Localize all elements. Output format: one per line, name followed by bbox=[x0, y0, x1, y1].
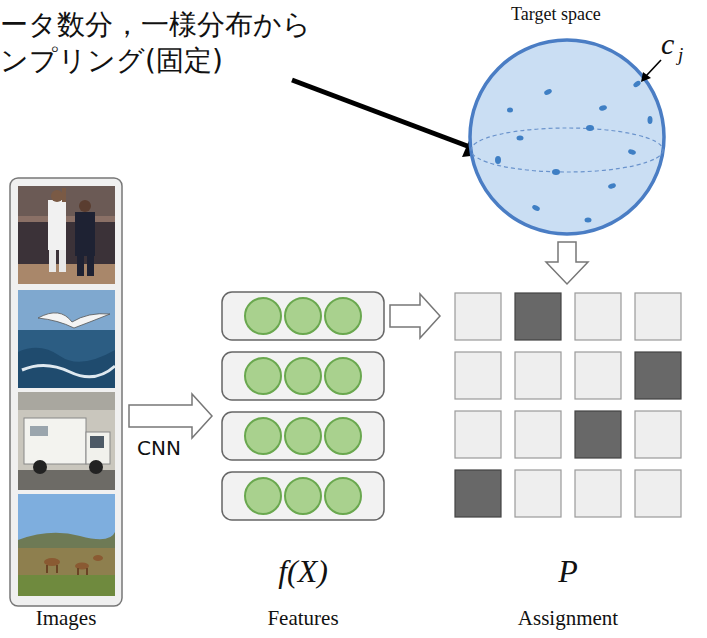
matrix-cell bbox=[515, 352, 561, 399]
math-symbol: f(X) bbox=[223, 552, 383, 590]
panel-caption: Images bbox=[6, 606, 126, 631]
matrix-cell bbox=[575, 293, 621, 340]
note-text: ータ数分，一様分布から bbox=[0, 8, 311, 42]
panel-caption: Assignment bbox=[488, 606, 648, 631]
callout-arrow bbox=[292, 80, 488, 157]
math-symbol: c bbox=[661, 26, 674, 62]
hollow-arrow bbox=[546, 242, 588, 284]
matrix-cell bbox=[575, 352, 621, 399]
matrix-cell bbox=[635, 293, 681, 340]
feature-vectors bbox=[222, 292, 384, 520]
matrix-cell bbox=[455, 411, 501, 458]
step-label: CNN bbox=[137, 436, 181, 460]
leader-arrow bbox=[641, 60, 661, 82]
matrix-cell bbox=[455, 352, 501, 399]
matrix-cell bbox=[515, 411, 561, 458]
matrix-cell bbox=[455, 470, 501, 517]
hollow-arrow bbox=[129, 394, 212, 438]
matrix-cell bbox=[515, 293, 561, 340]
matrix-cell bbox=[575, 470, 621, 517]
hollow-arrow bbox=[390, 294, 440, 338]
matrix-cell bbox=[635, 470, 681, 517]
matrix-cell bbox=[635, 352, 681, 399]
space-title: Target space bbox=[511, 4, 601, 26]
matrix-cell bbox=[635, 411, 681, 458]
math-subscript: j bbox=[678, 44, 683, 67]
assignment-matrix bbox=[455, 293, 681, 517]
math-symbol: P bbox=[488, 552, 648, 590]
matrix-cell bbox=[515, 470, 561, 517]
matrix-cell bbox=[575, 411, 621, 458]
note-text: ンプリング(固定) bbox=[0, 44, 223, 78]
panel-caption: Features bbox=[223, 606, 383, 631]
target-sphere bbox=[470, 40, 664, 234]
matrix-cell bbox=[455, 293, 501, 340]
image-panel bbox=[10, 178, 122, 606]
